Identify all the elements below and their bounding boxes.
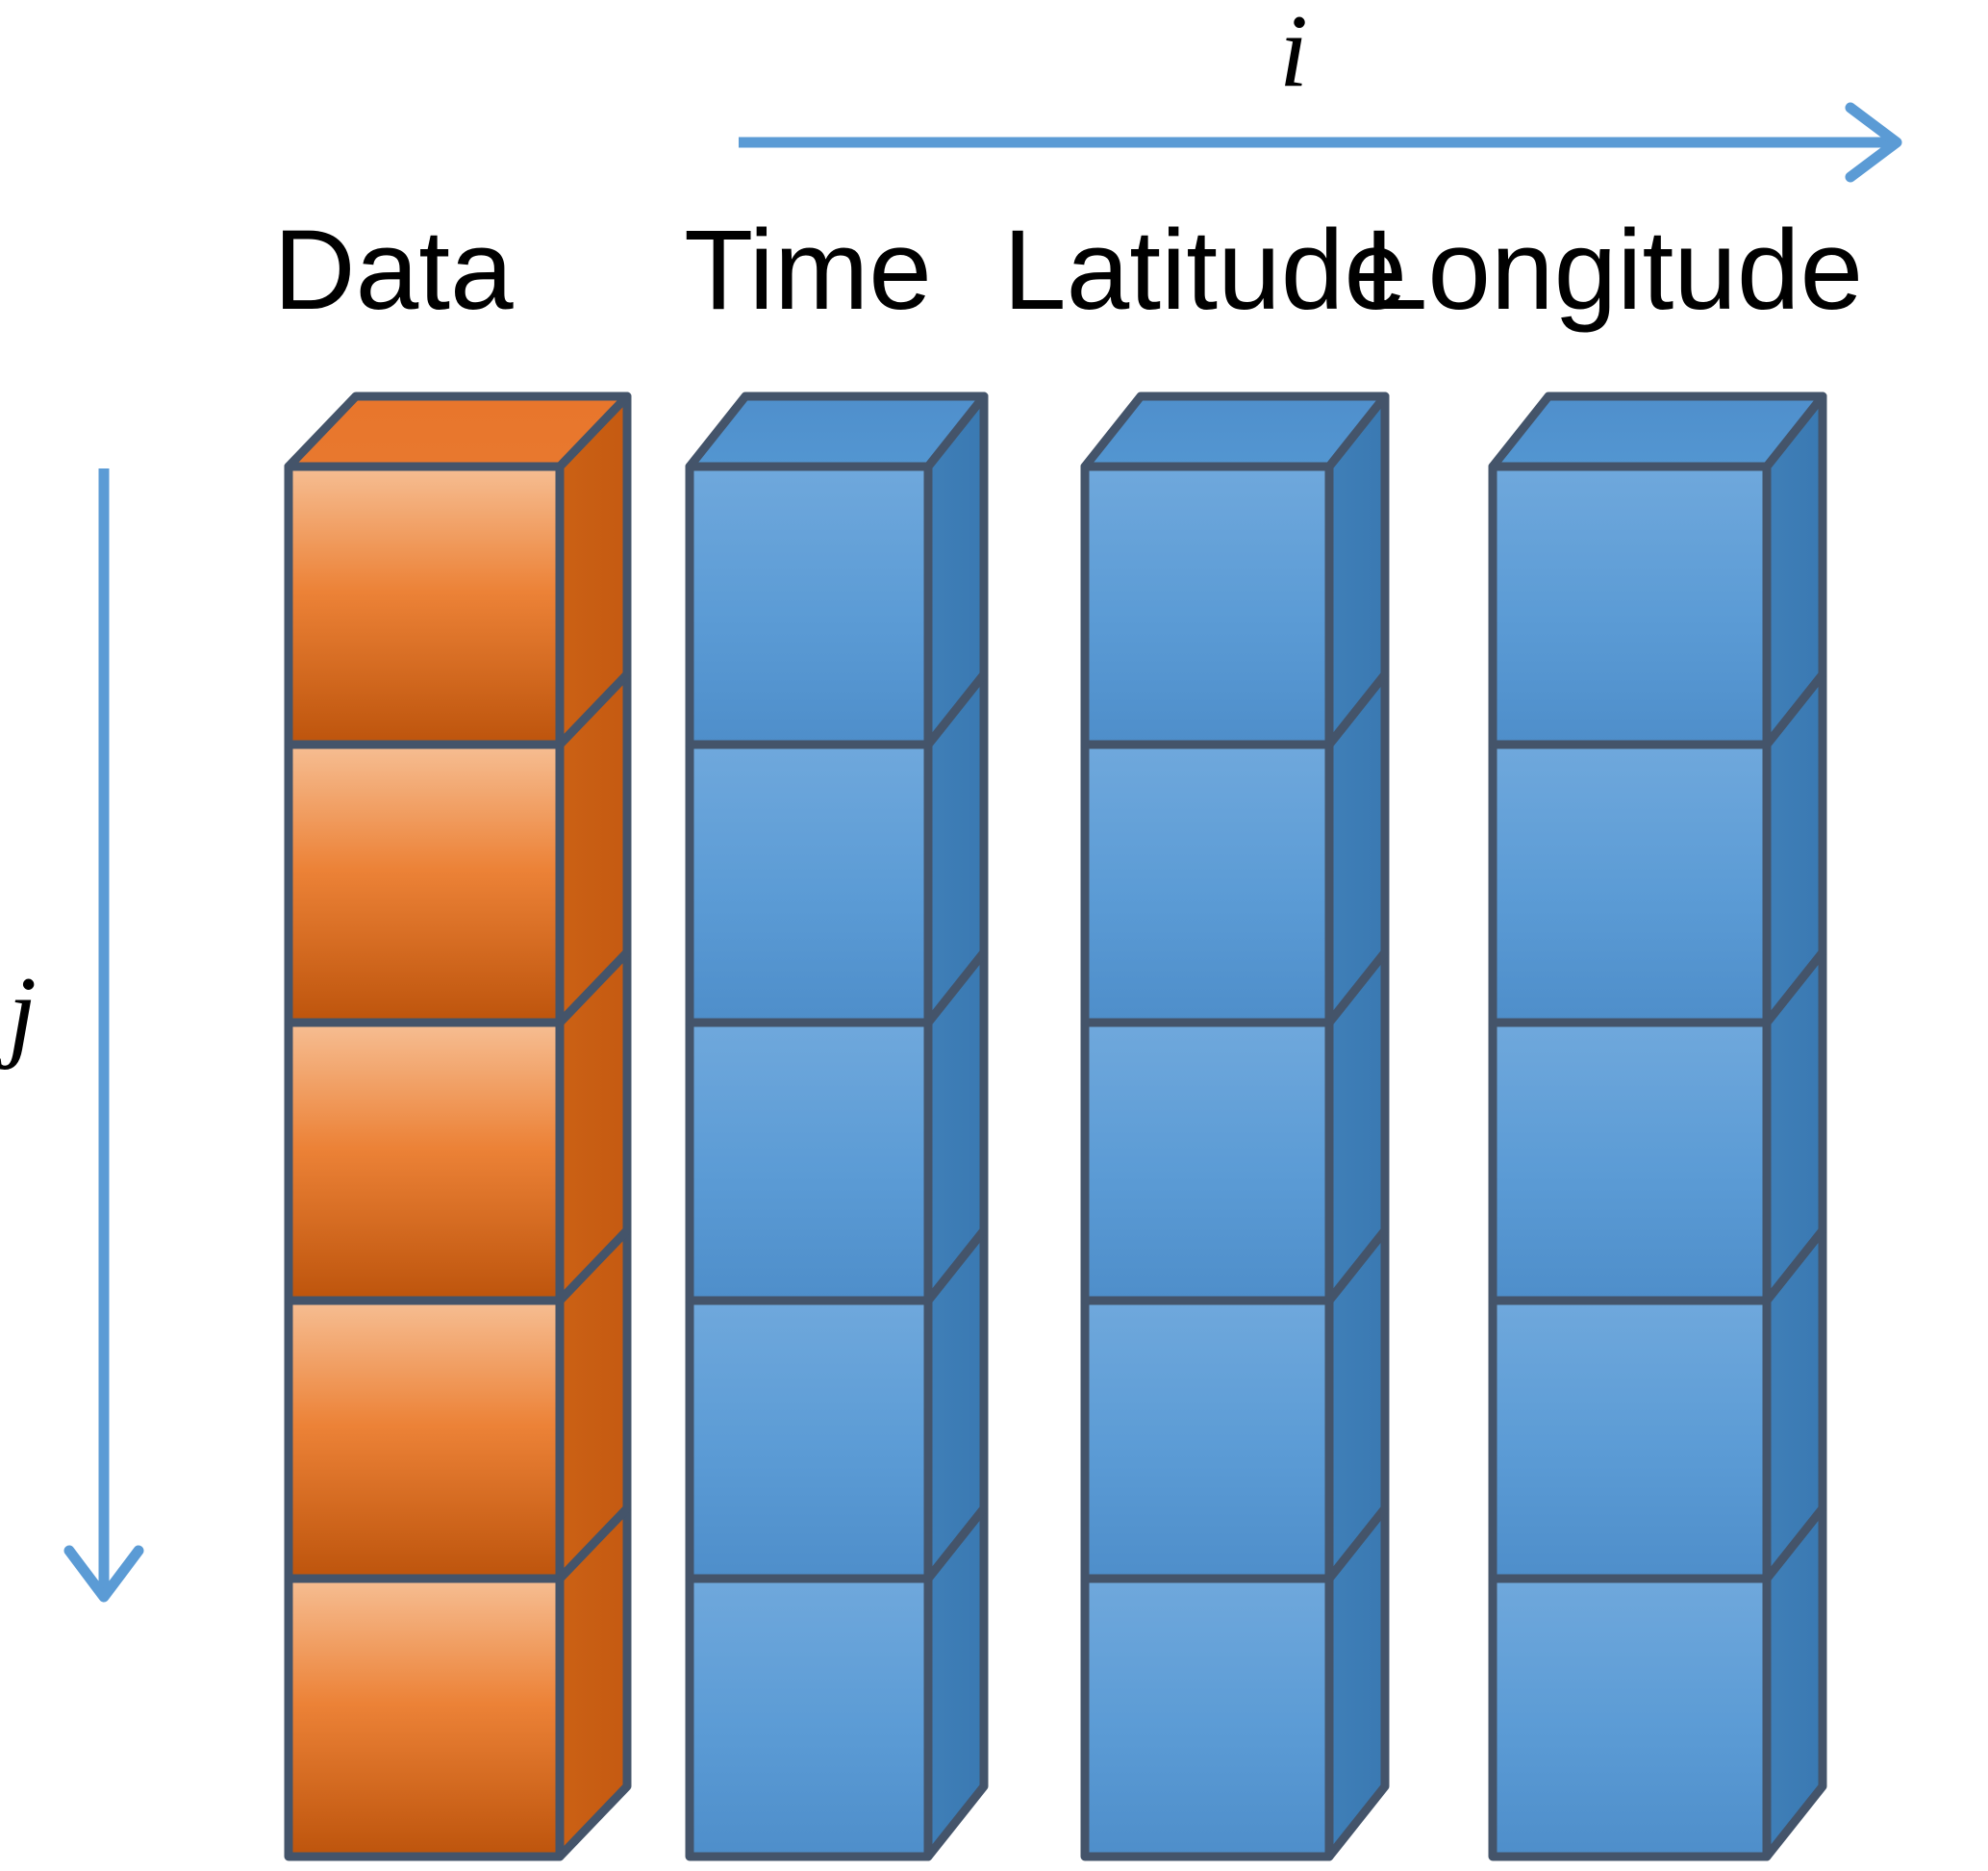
cube-front-face — [685, 1018, 933, 1305]
cube-stack-longitude — [1488, 392, 1827, 1861]
cube-stack-latitude — [1080, 392, 1390, 1861]
axis-j-arrowhead — [63, 1545, 144, 1603]
cube-top-face — [1080, 392, 1390, 471]
cube-front-face — [1080, 740, 1334, 1027]
column-label-time: Time — [684, 207, 932, 334]
cube-front-face — [685, 462, 933, 749]
cube-front-face — [1488, 1018, 1772, 1305]
cube-top-face — [1488, 392, 1827, 471]
cube-stack-data — [284, 392, 632, 1861]
axis-i-arrowhead — [1845, 102, 1902, 183]
column-label-latitude: Latitude — [1003, 207, 1407, 334]
cube-stack-time — [685, 392, 989, 1861]
cube-front-face — [284, 740, 565, 1027]
axis-i-label: i — [1279, 0, 1309, 109]
cube-front-face — [284, 1018, 565, 1305]
cube-front-face — [1488, 1296, 1772, 1583]
cube-front-face — [1080, 1296, 1334, 1583]
cube-top-face — [685, 392, 989, 471]
cube-front-face — [1488, 740, 1772, 1027]
cube-front-face — [284, 1574, 565, 1861]
cube-front-face — [1080, 462, 1334, 749]
axis-j-label: j — [8, 956, 38, 1071]
cube-front-face — [1488, 1574, 1772, 1861]
cube-front-face — [284, 1296, 565, 1583]
cube-front-face — [685, 1296, 933, 1583]
column-label-data: Data — [273, 207, 514, 334]
cube-front-face — [685, 740, 933, 1027]
cube-front-face — [1080, 1574, 1334, 1861]
cube-cell — [685, 392, 989, 749]
cube-cell — [284, 392, 632, 749]
cube-front-face — [1488, 462, 1772, 749]
cube-cell — [1488, 392, 1827, 749]
column-label-longitude: Longitude — [1364, 207, 1864, 334]
cube-front-face — [685, 1574, 933, 1861]
cube-front-face — [1080, 1018, 1334, 1305]
cube-front-face — [284, 462, 565, 749]
cube-cell — [1080, 392, 1390, 749]
